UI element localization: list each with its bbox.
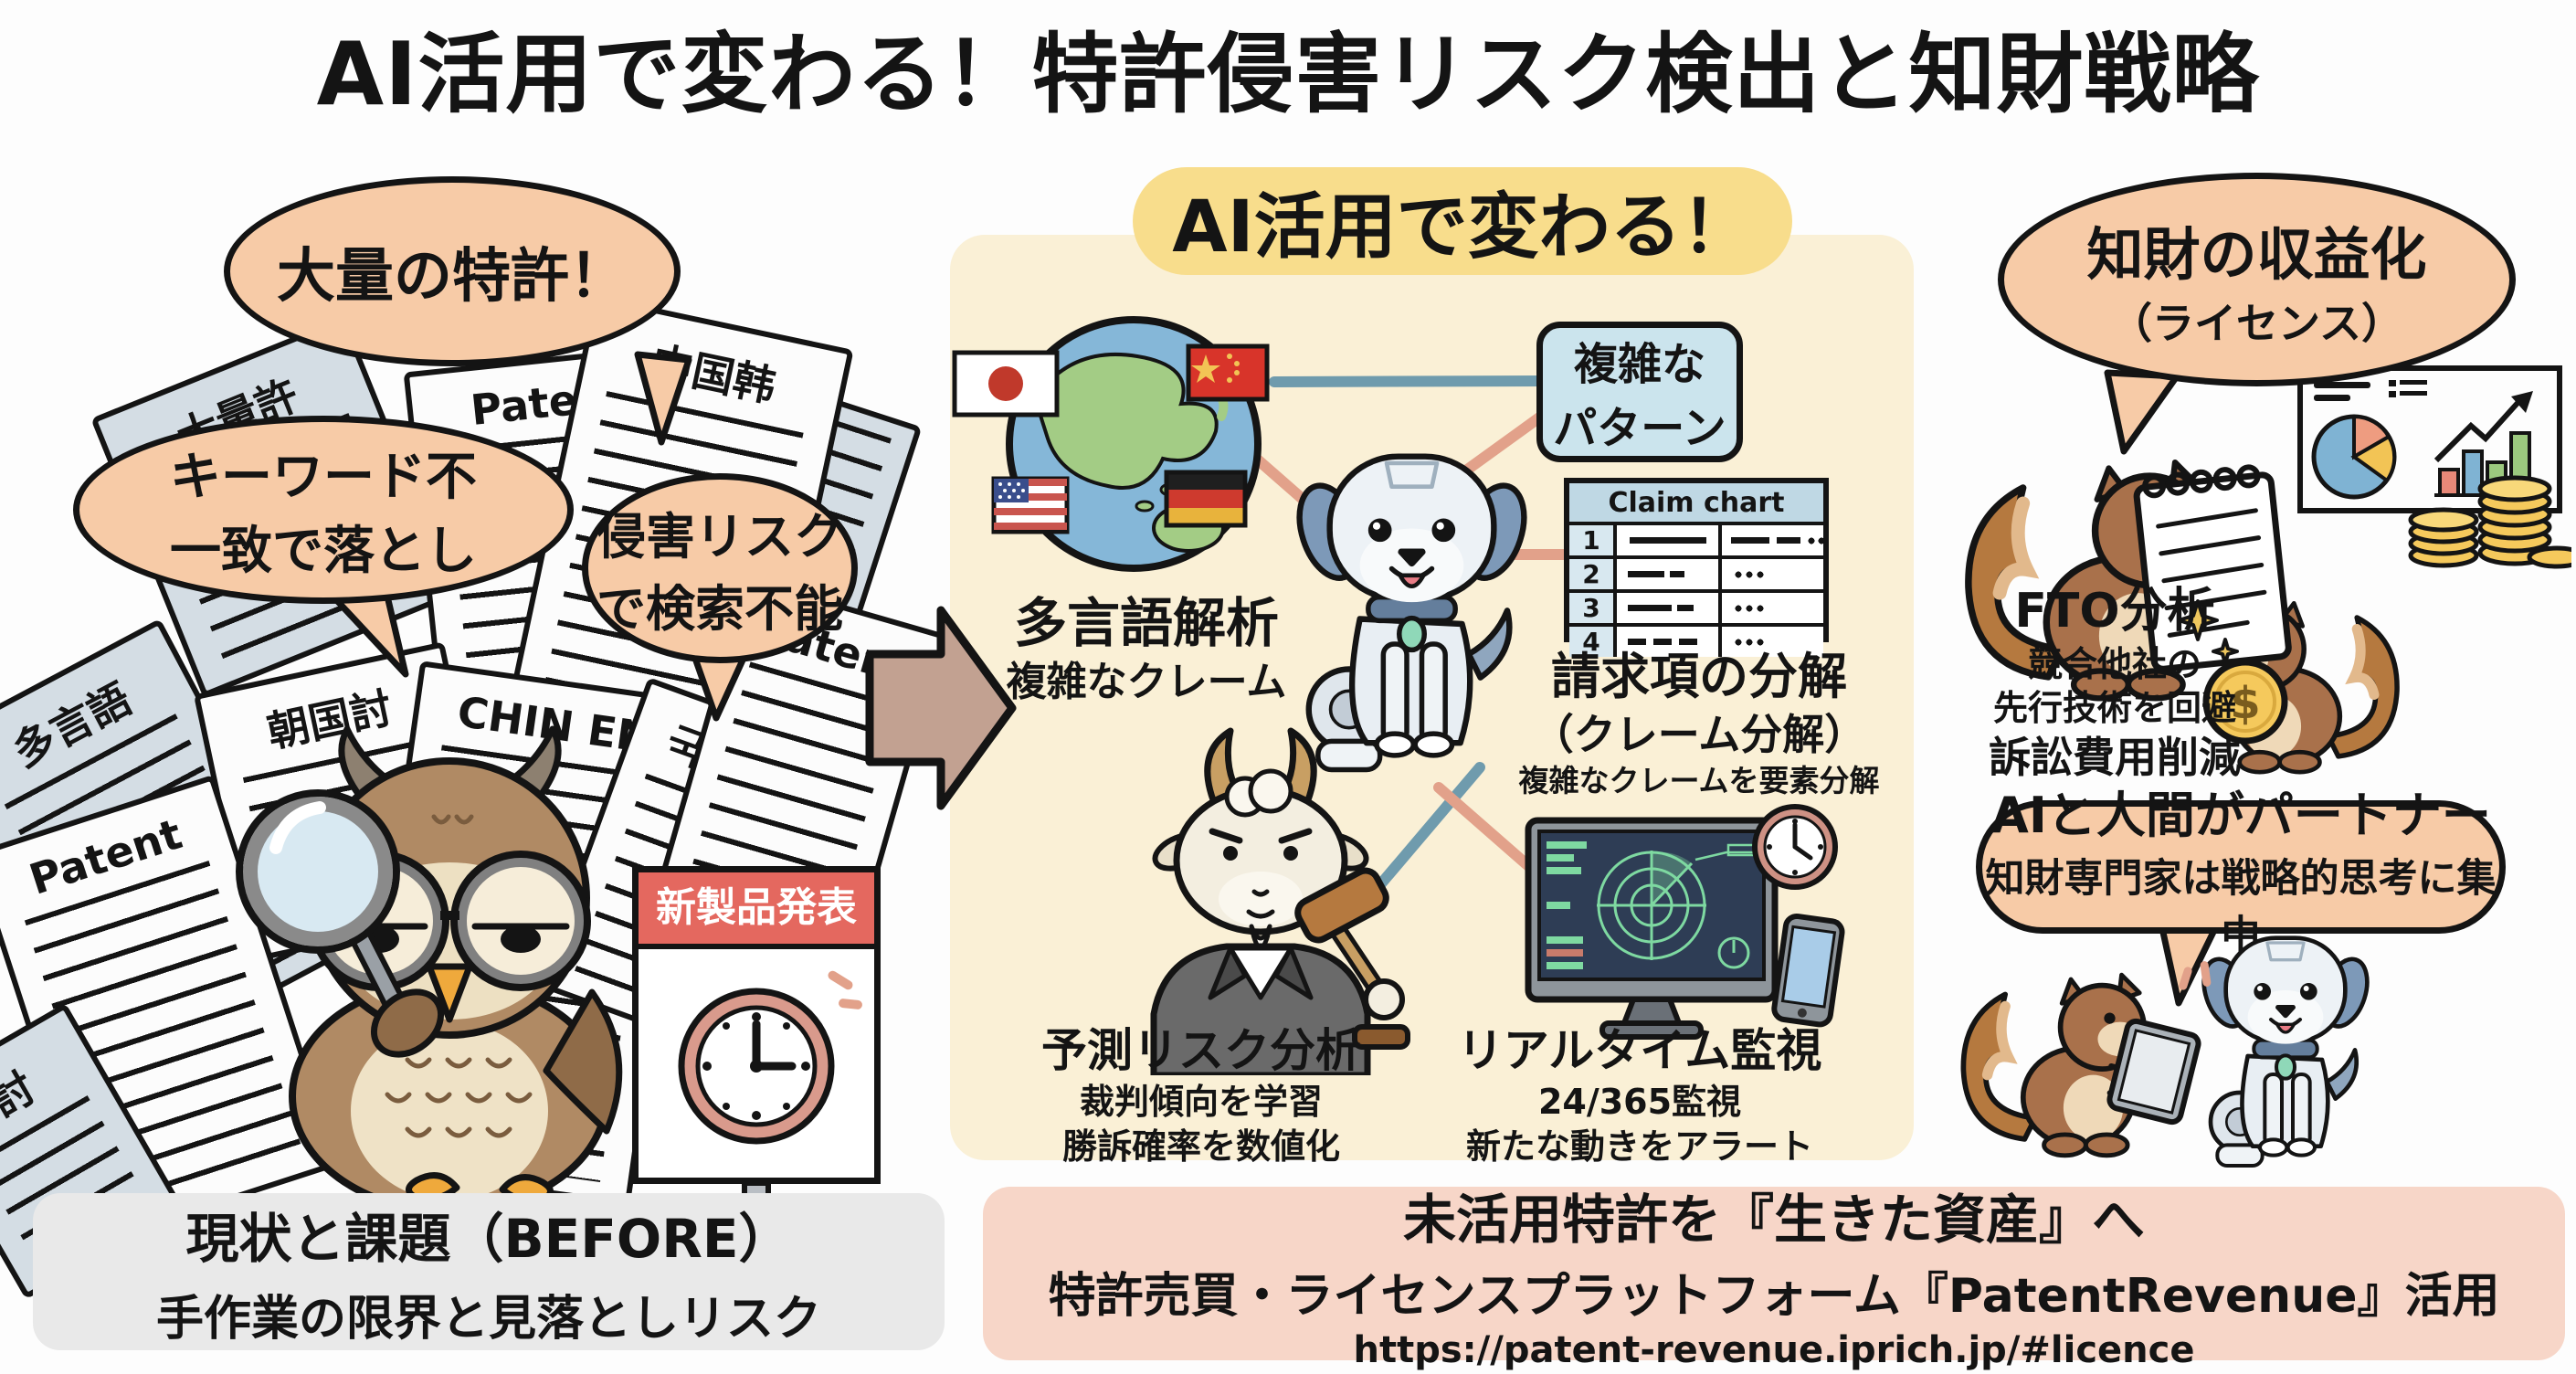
bubble-tail	[2104, 369, 2180, 455]
tablet-icon	[2106, 1018, 2201, 1126]
transition-arrow	[865, 606, 1017, 810]
dollar-coin-icon: $	[2202, 659, 2288, 745]
monetize-line2: （ライセンス）	[2109, 299, 2404, 348]
banner-line1: 未活用特許を『生きた資産』へ	[1402, 1188, 2145, 1251]
risk-search-line2: で検索不能	[596, 580, 843, 638]
claim-row-number: 1	[1569, 525, 1617, 555]
mass-patents-bubble: 大量の特許！	[224, 176, 681, 366]
fto-label: FTO分析 競合他社の 先行技術を回避 訴訟費用削減	[1964, 581, 2265, 785]
claim-cell	[1617, 559, 1722, 589]
analytics-board-illustration	[2297, 365, 2571, 569]
gavel-icon	[1294, 867, 1410, 1050]
risk-search-bubble: 侵害リスク で検索不能	[582, 473, 858, 663]
monetize-line1: 知財の収益化	[2086, 221, 2427, 288]
claims-sub2: 複雑なクレームを要素分解	[1518, 762, 1880, 798]
owl-illustration	[236, 725, 623, 1202]
claim-cell	[1722, 559, 1823, 589]
pattern-box-line2: パターン	[1553, 403, 1726, 454]
predictive-sub2: 勝訴確率を数値化	[1061, 1126, 1340, 1167]
bubble-tail	[634, 351, 692, 446]
before-summary-box: 現状と課題（BEFORE） 手作業の限界と見落としリスク	[33, 1193, 945, 1350]
claim-cell	[1722, 525, 1823, 555]
fto-sub1: 競合他社の	[2027, 643, 2201, 684]
claim-chart-title: Claim chart	[1569, 483, 1823, 525]
us-flag-icon	[991, 476, 1070, 534]
ai-header-bubble: AI活用で変わる！	[1133, 167, 1792, 275]
magnifying-glass	[236, 789, 410, 1022]
keyword-miss-bubble: キーワード不 一致で落とし	[73, 416, 574, 604]
document-label: 討	[0, 1062, 44, 1126]
smartphone-icon	[1771, 913, 1845, 1028]
owl-wing-paw	[370, 988, 445, 1058]
predictive-risk-label: 予測リスク分析 裁判傾向を学習 勝訴確率を数値化	[1000, 1021, 1402, 1168]
fto-sub2: 先行技術を回避	[1992, 688, 2236, 729]
sparkle-icon	[2177, 599, 2239, 665]
partner-line2: 知財専門家は戦略的思考に集中	[1985, 855, 2497, 958]
mass-patents-text: 大量の特許！	[277, 243, 628, 311]
claim-row-number: 2	[1569, 559, 1617, 589]
realtime-sub2: 新たな動きをアラート	[1465, 1126, 1813, 1167]
claim-row-number: 4	[1569, 627, 1617, 657]
realtime-sub1: 24/365監視	[1537, 1082, 1742, 1122]
claim-chart-row: 4	[1569, 627, 1823, 657]
keyword-miss-line2: 一致で落とし	[170, 522, 477, 581]
claim-chart-row: 1	[1569, 525, 1823, 559]
claims-decomposition-label: 請求項の分解 （クレーム分解） 複雑なクレームを要素分解	[1498, 645, 1900, 800]
claims-title: 請求項の分解	[1551, 648, 1847, 705]
sign-clock	[678, 988, 835, 1145]
claim-cell	[1617, 627, 1722, 657]
coins-icon	[2408, 475, 2571, 569]
keyword-miss-line1: キーワード不	[170, 448, 477, 507]
multilingual-label: 多言語解析 複雑なクレーム	[955, 589, 1338, 709]
radar-monitor-illustration	[1525, 804, 1845, 1040]
notepad-icon	[2133, 464, 2292, 672]
ai-header-text: AI活用で変わる！	[1172, 186, 1753, 269]
claim-chart-row: 3	[1569, 593, 1823, 627]
predictive-sub1: 裁判傾向を学習	[1079, 1082, 1323, 1122]
wall-clock-icon	[1752, 804, 1838, 890]
claim-cell	[1722, 627, 1823, 657]
pattern-box-line1: 複雑な	[1573, 339, 1705, 390]
japan-flag-icon	[952, 350, 1060, 417]
claim-cell	[1722, 593, 1823, 623]
claim-cell	[1617, 525, 1722, 555]
china-flag-icon	[1186, 344, 1270, 402]
realtime-label: リアルタイム監視 24/365監視 新たな動きをアラート	[1434, 1021, 1845, 1168]
goat-judge-illustration	[1150, 727, 1410, 1075]
banner-line2: 特許売買・ライセンスプラットフォーム『PatentRevenue』活用	[1048, 1268, 2500, 1324]
realtime-title: リアルタイム監視	[1457, 1024, 1822, 1077]
monetize-bubble: 知財の収益化 （ライセンス）	[1998, 173, 2516, 386]
new-product-sign: 新製品発表	[632, 866, 881, 1184]
radar-readouts	[1547, 841, 1587, 969]
fto-title: FTO分析	[2014, 584, 2215, 639]
claim-row-number: 3	[1569, 593, 1617, 623]
partner-bubble: AIと人間がパートナー 知財専門家は戦略的思考に集中	[1976, 787, 2506, 958]
claims-sub1: （クレーム分解）	[1531, 710, 1867, 760]
germany-flag-icon	[1164, 470, 1248, 528]
sign-header: 新製品発表	[639, 872, 874, 949]
multilingual-sub: 複雑なクレーム	[1006, 659, 1287, 706]
before-title: 現状と課題（BEFORE）	[185, 1207, 792, 1270]
risk-search-line1: 侵害リスク	[596, 508, 843, 565]
owl-beak	[426, 963, 473, 1023]
pie-chart-icon	[2311, 414, 2397, 500]
claim-chart-table: Claim chart 1 2 3 4	[1564, 478, 1829, 657]
multilingual-title: 多言語解析	[1013, 592, 1279, 654]
patent-revenue-banner: 未活用特許を『生きた資産』へ 特許売買・ライセンスプラットフォーム『Patent…	[983, 1187, 2565, 1371]
partner-line1: AIと人間がパートナー	[1990, 786, 2491, 844]
claim-chart-row: 2	[1569, 559, 1823, 593]
belly-scallops	[385, 1057, 533, 1138]
predictive-title: 予測リスク分析	[1041, 1024, 1361, 1077]
coin-symbol: $	[2230, 678, 2260, 729]
before-sub: 手作業の限界と見落としリスク	[155, 1291, 821, 1347]
banner-url[interactable]: https://patent-revenue.iprich.jp/#licenc…	[1353, 1328, 2195, 1371]
claim-cell	[1617, 593, 1722, 623]
radar-display	[1597, 851, 1706, 960]
page-title: AI活用で変わる！特許侵害リスク検出と知財戦略	[316, 25, 2260, 125]
pattern-box: 複雑な パターン	[1536, 322, 1743, 462]
fto-sub3: 訴訟費用削減	[1989, 732, 2241, 782]
